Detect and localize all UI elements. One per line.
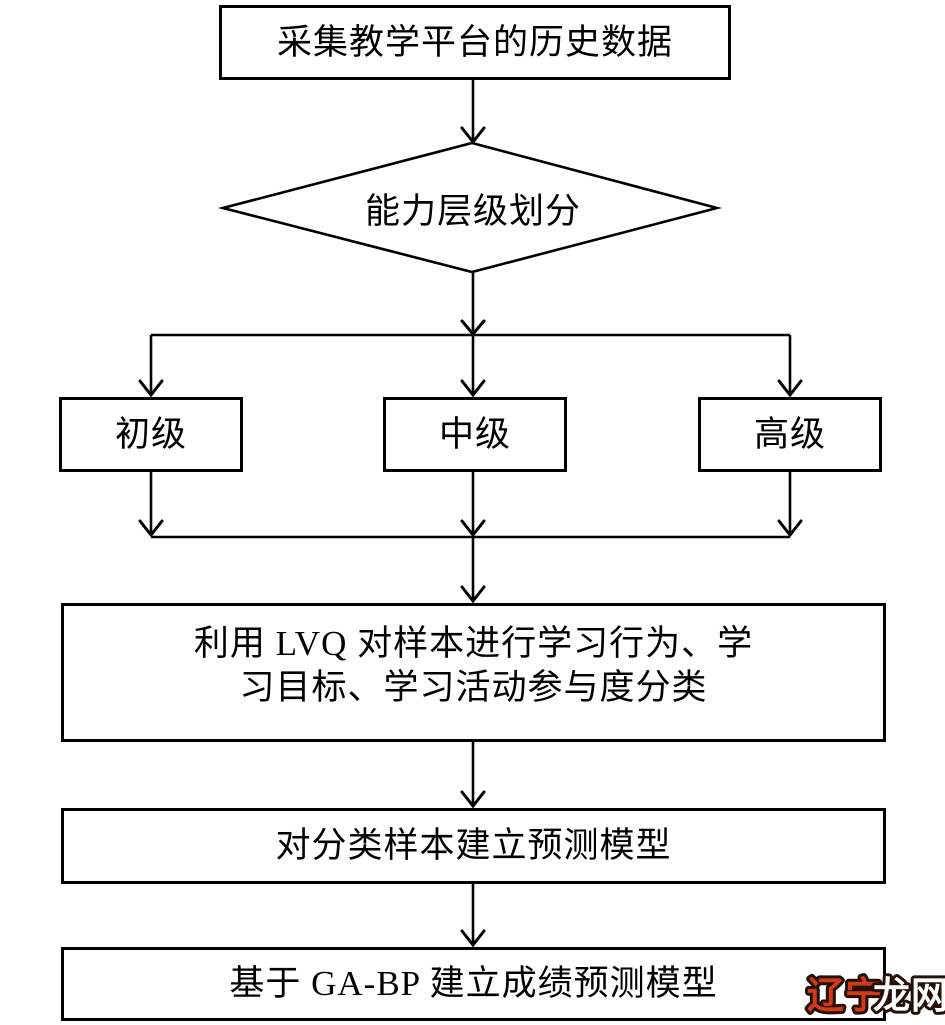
node-gabp-model-label: 基于 GA-BP 建立成绩预测模型 <box>229 964 718 1003</box>
edge-lvq-to-build <box>460 742 486 809</box>
arrowhead-down <box>777 379 803 398</box>
arrowhead-down <box>460 790 486 809</box>
edge-advanced-to-merge <box>777 472 803 538</box>
edge-branch-to-advanced <box>777 335 803 398</box>
arrowhead-down <box>777 519 803 538</box>
node-lvq-classify: 利用 LVQ 对样本进行学习行为、学 习目标、学习活动参与度分类 <box>61 603 886 742</box>
edge-collect-to-decision <box>460 80 486 145</box>
arrowhead-down <box>460 929 486 948</box>
arrowhead-down <box>138 379 164 398</box>
node-level-intermediate: 中级 <box>383 397 567 472</box>
arrowhead-down <box>138 519 164 538</box>
arrowhead-down <box>460 519 486 538</box>
node-build-prediction: 对分类样本建立预测模型 <box>61 808 886 884</box>
node-lvq-classify-line1: 利用 LVQ 对样本进行学习行为、学 <box>193 623 754 663</box>
node-level-primary: 初级 <box>59 397 243 472</box>
edge-decision-to-branch <box>460 272 486 398</box>
arrowhead-down <box>460 585 486 604</box>
node-decision-label: 能力层级划分 <box>364 191 581 231</box>
arrowhead-down <box>460 126 486 145</box>
arrowhead-down <box>460 379 486 398</box>
edge-branch-to-primary <box>138 335 164 398</box>
edge-merge-to-lvq <box>460 537 486 604</box>
node-level-advanced: 高级 <box>698 397 882 472</box>
edge-primary-to-merge <box>138 472 164 538</box>
node-level-primary-label: 初级 <box>114 414 187 454</box>
node-collect-data: 采集教学平台的历史数据 <box>219 5 731 80</box>
arrowhead-down <box>460 319 486 337</box>
node-collect-data-label: 采集教学平台的历史数据 <box>276 22 673 62</box>
node-build-prediction-label: 对分类样本建立预测模型 <box>275 826 672 865</box>
edge-build-to-gabp <box>460 884 486 948</box>
edge-intermediate-to-merge <box>460 472 486 538</box>
node-level-advanced-label: 高级 <box>753 414 826 454</box>
node-lvq-classify-line2: 习目标、学习活动参与度分类 <box>239 667 708 707</box>
node-level-intermediate-label: 中级 <box>438 414 511 454</box>
node-gabp-model: 基于 GA-BP 建立成绩预测模型 <box>61 947 886 1021</box>
